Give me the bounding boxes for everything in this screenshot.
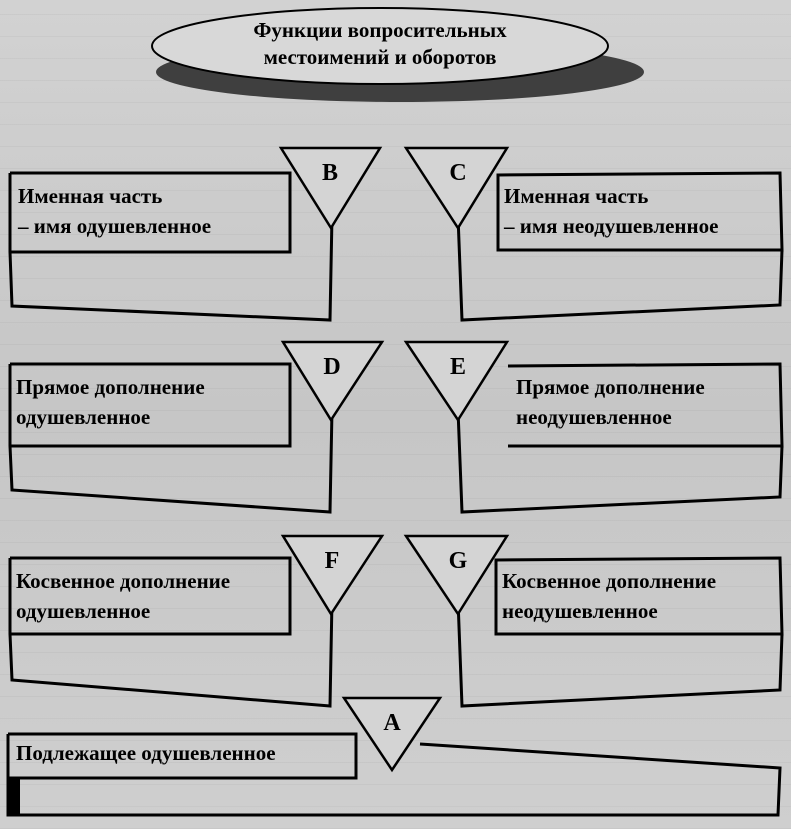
node-a-shape [6,696,782,817]
title-ellipse [151,7,609,85]
node-d-shape [8,340,385,514]
title-container: Функции вопросительных местоимений и обо… [152,4,608,84]
node-d-label: Прямое дополнение одушевленное [16,375,205,429]
node-c-label: Именная часть – имя неодушевленное [504,184,719,238]
diagram-title: Функции вопросительных местоимений и обо… [253,18,507,69]
node-g-shape [403,534,784,708]
node-b-letter: B [321,160,338,186]
node-e-letter: E [449,354,466,380]
node-e-shape [403,340,784,514]
node-b-label: Именная часть – имя одушевленное [18,184,212,238]
node-g-label: Косвенное дополнение неодушевленное [502,569,717,623]
node-a-label: Подлежащее одушевленное [16,741,276,765]
node-f-shape [8,534,385,708]
node-a-letter: A [383,710,401,736]
node-c-letter: C [449,160,467,186]
node-d-letter: D [323,354,341,380]
node-b-shape [8,146,383,322]
node-f-label: Косвенное дополнение одушевленное [16,569,231,623]
node-c-shape [403,146,784,322]
node-f-letter: F [324,548,340,574]
node-g-letter: G [448,548,468,574]
node-e-label: Прямое дополнение неодушевленное [516,375,705,429]
